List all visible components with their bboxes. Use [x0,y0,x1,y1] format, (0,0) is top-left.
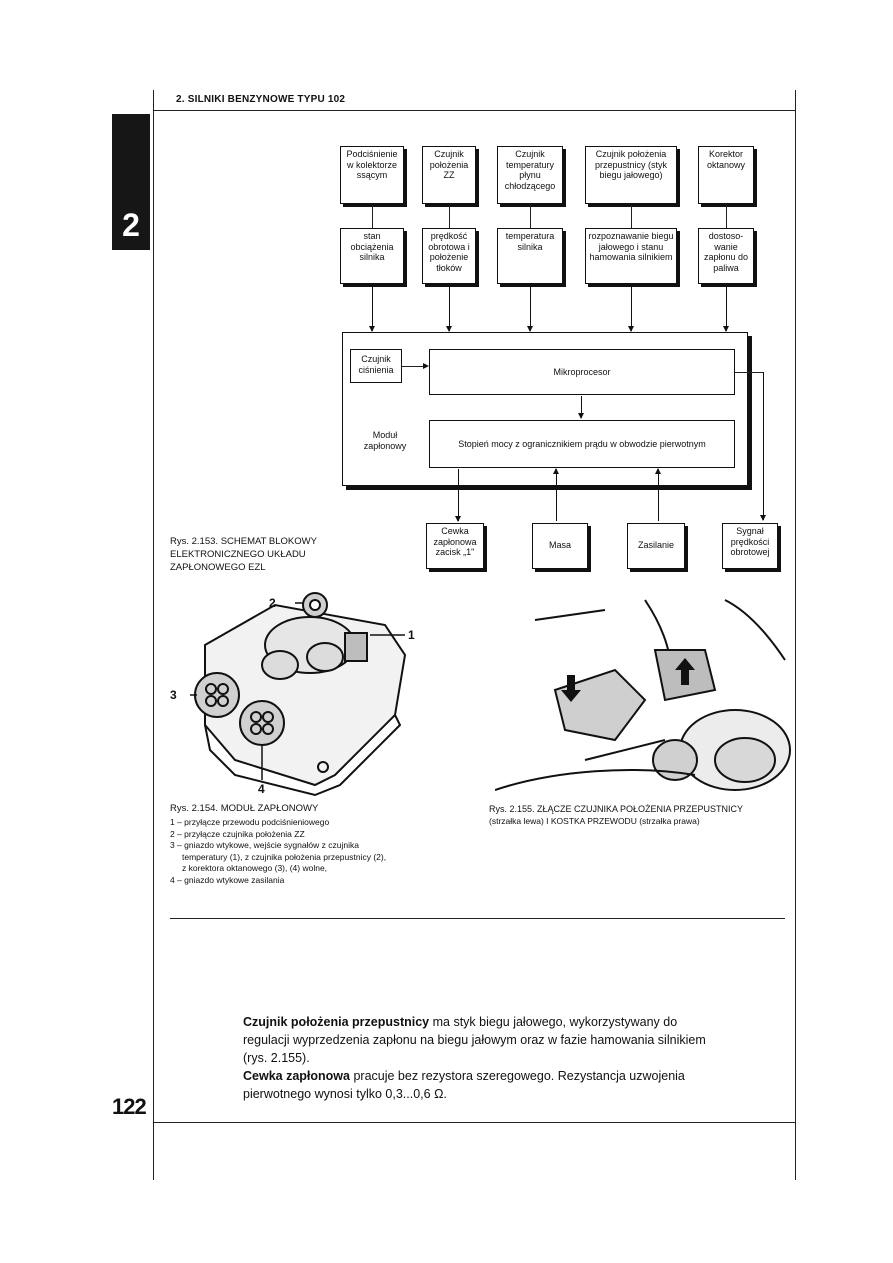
socket-power [239,700,285,746]
signal-box-fuel: dostoso- wanie zapłonu do paliwa [698,228,754,284]
signal-box-temperature: temperatura silnika [497,228,563,284]
connector [402,366,426,367]
cover-dome-small [261,650,299,680]
legend-item: z korektora oktanowego (3), (4) wolne, [182,863,328,873]
fig154-caption: Rys. 2.154. MODUŁ ZAPŁONOWY [170,803,319,814]
signal-label: temperatura silnika [505,231,555,252]
connector [449,205,450,229]
right-margin-line [795,90,796,1180]
arrow [655,468,661,521]
footer-rule [153,1122,795,1123]
arrow [723,285,729,332]
pressure-sensor-box: Czujnik ciśnienia [350,349,402,383]
section-rule [170,918,785,919]
callout-2: 2 [269,596,276,610]
legend-item: 3 – gniazdo wtykowe, wejście sygnałów z … [170,840,359,850]
socket-signals [194,672,240,718]
pressure-sensor-label: Czujnik ciśnienia [358,354,394,375]
zz-connector [344,632,368,662]
arrowhead [423,363,429,369]
module-base [204,714,402,797]
connector [631,205,632,229]
signal-label: prędkość obrotowa i położenie tłoków [428,231,470,273]
connector [530,205,531,229]
sensor-label: Czujnik położenia ZZ [429,149,469,180]
ignition-module-label: Moduł zapłonowy [352,430,418,452]
arrow [369,285,375,332]
arrow [553,468,559,521]
fig153-caption: Rys. 2.153. SCHEMAT BLOKOWY ELEKTRONICZN… [170,536,317,573]
output-label: Zasilanie [637,540,675,550]
sensor-box-zz: Czujnik położenia ZZ [422,146,476,204]
arrow-left-icon [561,675,581,702]
legend-item: 1 – przyłącze przewodu podciśnieniowego [170,817,330,827]
legend-item: 2 – przyłącze czujnika położenia ZZ [170,828,305,839]
arrow [455,469,461,522]
throttle-sensor-photo [495,590,795,800]
output-box-speed-signal: Sygnał prędkości obrotowej [722,523,778,569]
ignition-module-text: Moduł zapłonowy [363,430,407,451]
arrow-right-icon [675,658,695,685]
signal-label: rozpoznawanie biegu jałowego i stanu ham… [588,231,674,262]
sensor-box-octane: Korektor oktanowy [698,146,754,204]
callout-3: 3 [170,688,177,702]
output-box-coil: Cewka zapłonowa zacisk „1" [426,523,484,569]
chapter-title: 2. SILNIKI BENZYNOWE TYPU 102 [176,94,346,105]
fig155-caption-line2: (strzałka lewa) I KOSTKA PRZEWODU (strza… [489,816,700,826]
body-text: Czujnik położenia przepustnicy ma styk b… [243,1013,723,1103]
power-stage-box: Stopień mocy z ogranicznikiem prądu w ob… [429,420,735,468]
paragraph-text: ma styk biegu jałowego, wykorzystywany d… [243,1015,706,1065]
output-label: Masa [548,540,571,550]
sensor-label: Czujnik położenia przepustnicy (styk bie… [594,149,668,180]
output-box-ground: Masa [532,523,588,569]
microprocessor-box: Mikroprocesor [429,349,735,395]
sensor-box-throttle: Czujnik położenia przepustnicy (styk bie… [585,146,677,204]
arrow [527,285,533,332]
sensor-label: Korektor oktanowy [706,149,746,170]
legend-item: 4 – gniazdo wtykowe zasilania [170,874,285,885]
term-throttle-sensor: Czujnik położenia przepustnicy [243,1015,430,1029]
chapter-tab: 2 [112,114,150,250]
signal-label: stan obciążenia silnika [350,231,394,262]
fig155-caption: Rys. 2.155. ZŁĄCZE CZUJNIKA POŁOŻENIA PR… [489,803,743,827]
cover-dome-small [306,642,344,672]
ignition-module-illustration: 2 1 3 4 [170,592,415,797]
arrow [628,285,634,332]
paragraph-throttle: Czujnik położenia przepustnicy ma styk b… [243,1013,723,1067]
callout-1: 1 [408,628,415,642]
signal-label: dostoso- wanie zapłonu do paliwa [703,231,749,273]
term-ignition-coil: Cewka zapłonowa [243,1069,350,1083]
sensor-label: Podciśnienie w kolektorze ssącym [346,149,398,180]
power-stage-label: Stopień mocy z ogranicznikiem prądu w ob… [458,439,706,449]
page-number: 122 [112,1094,147,1119]
connector [726,205,727,229]
sensor-label: Czujnik temperatury płynu chłodzącego [504,149,556,191]
signal-box-idle: rozpoznawanie biegu jałowego i stanu ham… [585,228,677,284]
callout-4: 4 [258,782,265,796]
output-label: Cewka zapłonowa zacisk „1" [433,526,477,557]
output-label: Sygnał prędkości obrotowej [730,526,770,557]
signal-box-load: stan obciążenia silnika [340,228,404,284]
chapter-number: 2 [122,207,140,243]
connector [372,205,373,229]
output-box-power: Zasilanie [627,523,685,569]
sensor-box-coolant: Czujnik temperatury płynu chłodzącego [497,146,563,204]
paragraph-coil: Cewka zapłonowa pracuje bez rezystora sz… [243,1067,723,1103]
signal-box-speed: prędkość obrotowa i położenie tłoków [422,228,476,284]
header-rule [153,110,795,111]
connector [735,372,763,373]
arrow [446,285,452,332]
sensor-box-vacuum: Podciśnienie w kolektorze ssącym [340,146,404,204]
arrow [578,396,584,419]
microprocessor-label: Mikroprocesor [553,367,611,377]
mounting-hole [317,761,329,773]
legend-item: temperatury (1), z czujnika położenia pr… [182,851,387,862]
fig154-legend: 1 – przyłącze przewodu podciśnieniowego … [170,817,386,886]
paragraph-text: pracuje bez rezystora szeregowego. Rezys… [243,1069,685,1101]
fig155-caption-line1: Rys. 2.155. ZŁĄCZE CZUJNIKA POŁOŻENIA PR… [489,804,744,814]
arrow [760,372,766,521]
left-margin-line [153,90,154,1180]
